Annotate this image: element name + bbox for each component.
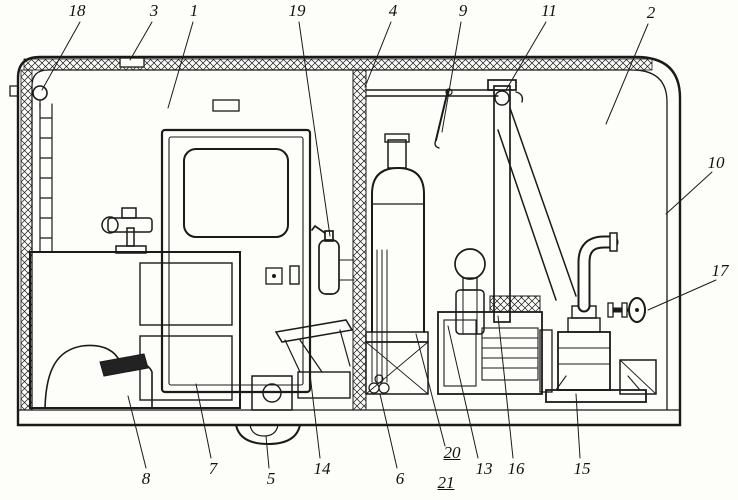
- callout-18: 18: [68, 1, 86, 20]
- callout-2: 2: [646, 3, 656, 22]
- callout-leaders: [41, 21, 717, 469]
- callout-20: 20: [443, 443, 461, 462]
- callout-6: 6: [395, 469, 405, 488]
- folding-table: [274, 319, 354, 399]
- callout-21: 21: [437, 473, 455, 492]
- wall-rack: [39, 103, 53, 253]
- callout-15: 15: [573, 459, 591, 478]
- partition-wall: [352, 69, 367, 411]
- callout-11: 11: [541, 1, 557, 20]
- callout-16: 16: [507, 459, 525, 478]
- callout-7: 7: [208, 459, 218, 478]
- ball-gauge-pump: [454, 248, 486, 335]
- callout-13: 13: [475, 459, 493, 478]
- valve-handwheel: [607, 297, 646, 323]
- wheel-arch: [235, 375, 301, 446]
- fire-extinguisher: [311, 224, 355, 295]
- callout-8: 8: [141, 469, 151, 488]
- callout-14: 14: [313, 459, 331, 478]
- bench-instrument: [101, 207, 153, 254]
- workbench: [29, 251, 241, 409]
- derrick-mast: [487, 79, 577, 323]
- cabin-door: [160, 99, 312, 394]
- roof-vent: [119, 57, 145, 68]
- equipment-box: [437, 311, 543, 395]
- callout-10: 10: [707, 153, 725, 172]
- callout-17: 17: [711, 261, 729, 280]
- callout-4: 4: [388, 1, 398, 20]
- callout-3: 3: [149, 1, 159, 20]
- callout-9: 9: [458, 1, 468, 20]
- overhead-beam: [365, 89, 499, 97]
- van-body-outline: [9, 55, 682, 427]
- sieve-block: [489, 295, 541, 313]
- hanging-rod: [434, 88, 453, 149]
- callout-5: 5: [266, 469, 276, 488]
- air-receiver-cylinder: [365, 133, 429, 395]
- right-corner-box: [619, 359, 657, 395]
- callout-19: 19: [288, 1, 306, 20]
- callout-1: 1: [189, 1, 199, 20]
- pump-unit: [545, 232, 647, 403]
